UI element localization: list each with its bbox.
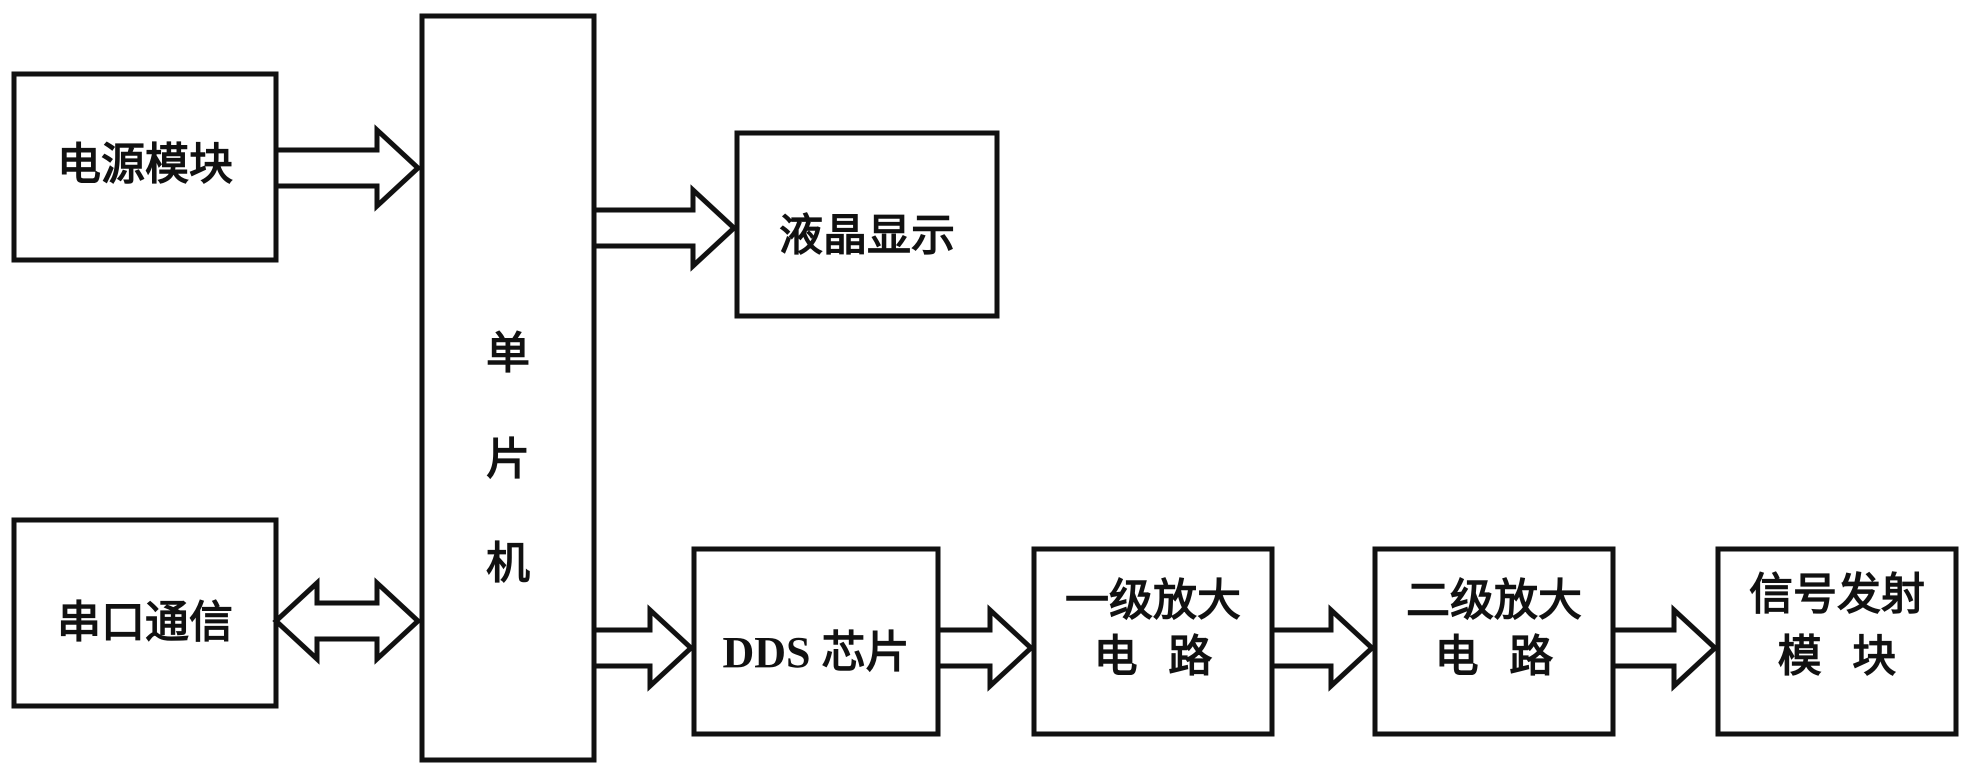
amp-stage-2-box <box>1372 546 1616 737</box>
arrow-serial-mcu-bidirectional <box>272 577 422 665</box>
mcu-label-char-1: 单 <box>486 328 530 379</box>
lcd-display-box <box>734 130 1000 319</box>
arrow-power-to-mcu <box>273 124 422 212</box>
lcd-display-label: 液晶显示 <box>779 210 955 261</box>
arrow-mcu-to-lcd <box>591 184 738 272</box>
mcu-label-char-2: 片 <box>486 434 530 485</box>
amp-stage-1-label-line-1: 一级放大 <box>1065 575 1241 626</box>
serial-comm-box <box>11 517 279 709</box>
signal-tx-label-line-2: 模 块 <box>1778 631 1897 682</box>
amp-stage-1-box <box>1031 546 1275 737</box>
power-module-label: 电源模块 <box>57 139 233 190</box>
amp-stage-2-label-line-1: 二级放大 <box>1406 575 1582 626</box>
amp-stage-2-label-line-2: 电 路 <box>1435 631 1555 682</box>
arrow-amp1-to-amp2 <box>1269 604 1376 692</box>
dds-chip-label: DDS 芯片 <box>722 628 909 677</box>
mcu-box <box>419 13 597 763</box>
arrow-amp2-to-signal-tx <box>1610 604 1719 692</box>
signal-tx-label-line-1: 信号发射 <box>1749 569 1925 620</box>
mcu-label-char-3: 机 <box>486 538 530 589</box>
arrow-mcu-to-dds <box>591 604 695 692</box>
power-module-box <box>11 71 279 263</box>
amp-stage-1-label-line-2: 电 路 <box>1094 631 1214 682</box>
arrow-dds-to-amp1 <box>935 604 1035 692</box>
serial-comm-label: 串口通信 <box>57 597 233 648</box>
signal-tx-box <box>1715 546 1959 737</box>
